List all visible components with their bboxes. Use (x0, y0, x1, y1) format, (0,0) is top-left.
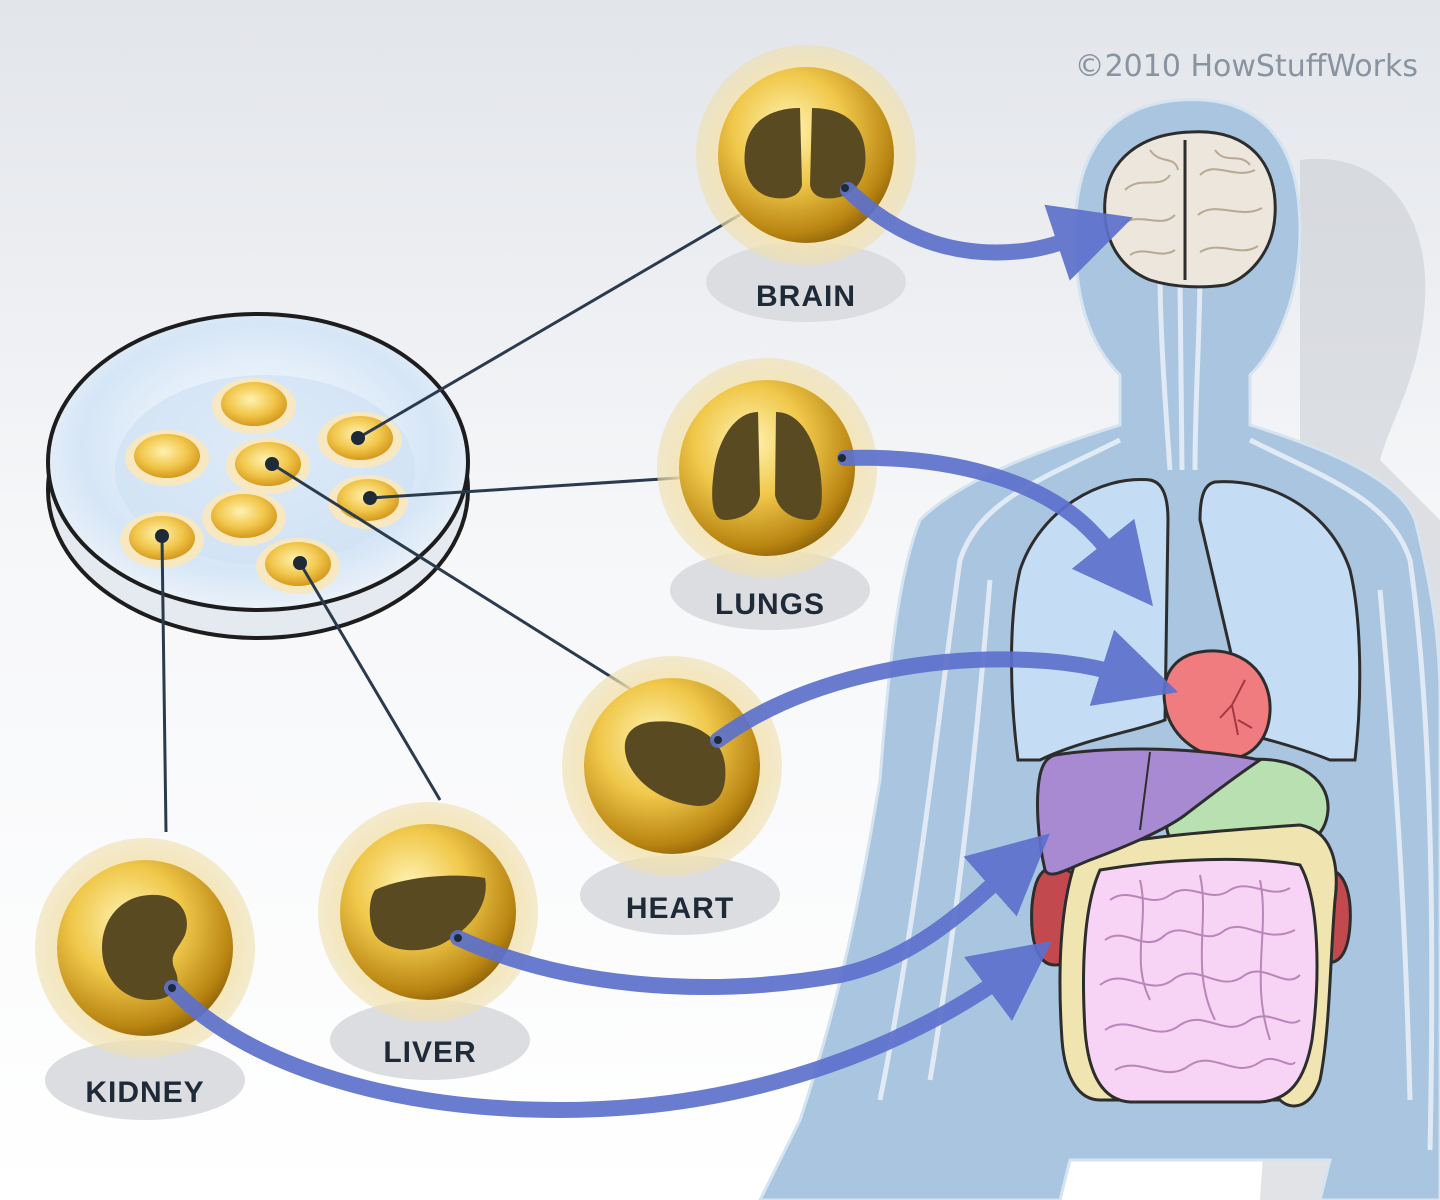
connector-liver (298, 562, 442, 801)
label-liver: LIVER (383, 1036, 476, 1069)
lungs-cell (657, 358, 877, 630)
arrow-lungs (837, 449, 1153, 607)
dot-lungs (363, 491, 377, 505)
dot-brain (351, 431, 365, 445)
liver-lobe-line (1139, 751, 1151, 831)
dish-cells (120, 378, 408, 594)
kidney-cell (35, 838, 255, 1120)
arrow-kidney (164, 941, 1053, 1119)
connector-lines (160, 208, 749, 833)
dish-cell (202, 490, 286, 546)
arrow-origin-dots (168, 184, 849, 992)
dot-kidney (155, 529, 169, 543)
dish-cell (125, 430, 209, 486)
dot-liver (293, 556, 307, 570)
heart-cell (562, 656, 782, 935)
dish-cell (212, 378, 296, 434)
brain-organ (1103, 130, 1277, 289)
arrows (164, 182, 1179, 1119)
connector-dots (155, 431, 377, 570)
connector-heart (271, 462, 633, 692)
label-lungs: LUNGS (715, 588, 825, 621)
liver-organ (1036, 747, 1264, 876)
liver-cell (318, 802, 538, 1080)
copyright-credit: ©2010 HowStuffWorks (1075, 49, 1418, 84)
label-heart: HEART (626, 892, 734, 925)
arrow-heart (710, 629, 1179, 748)
connector-kidney (160, 535, 168, 833)
dot-heart (265, 457, 279, 471)
label-brain: BRAIN (756, 280, 856, 313)
arrow-brain (840, 182, 1133, 281)
small-intestine-organ (1082, 857, 1319, 1104)
arrow-liver (450, 833, 1050, 995)
connector-lungs (369, 474, 709, 500)
label-kidney: KIDNEY (85, 1076, 204, 1109)
connector-brain (357, 208, 749, 440)
